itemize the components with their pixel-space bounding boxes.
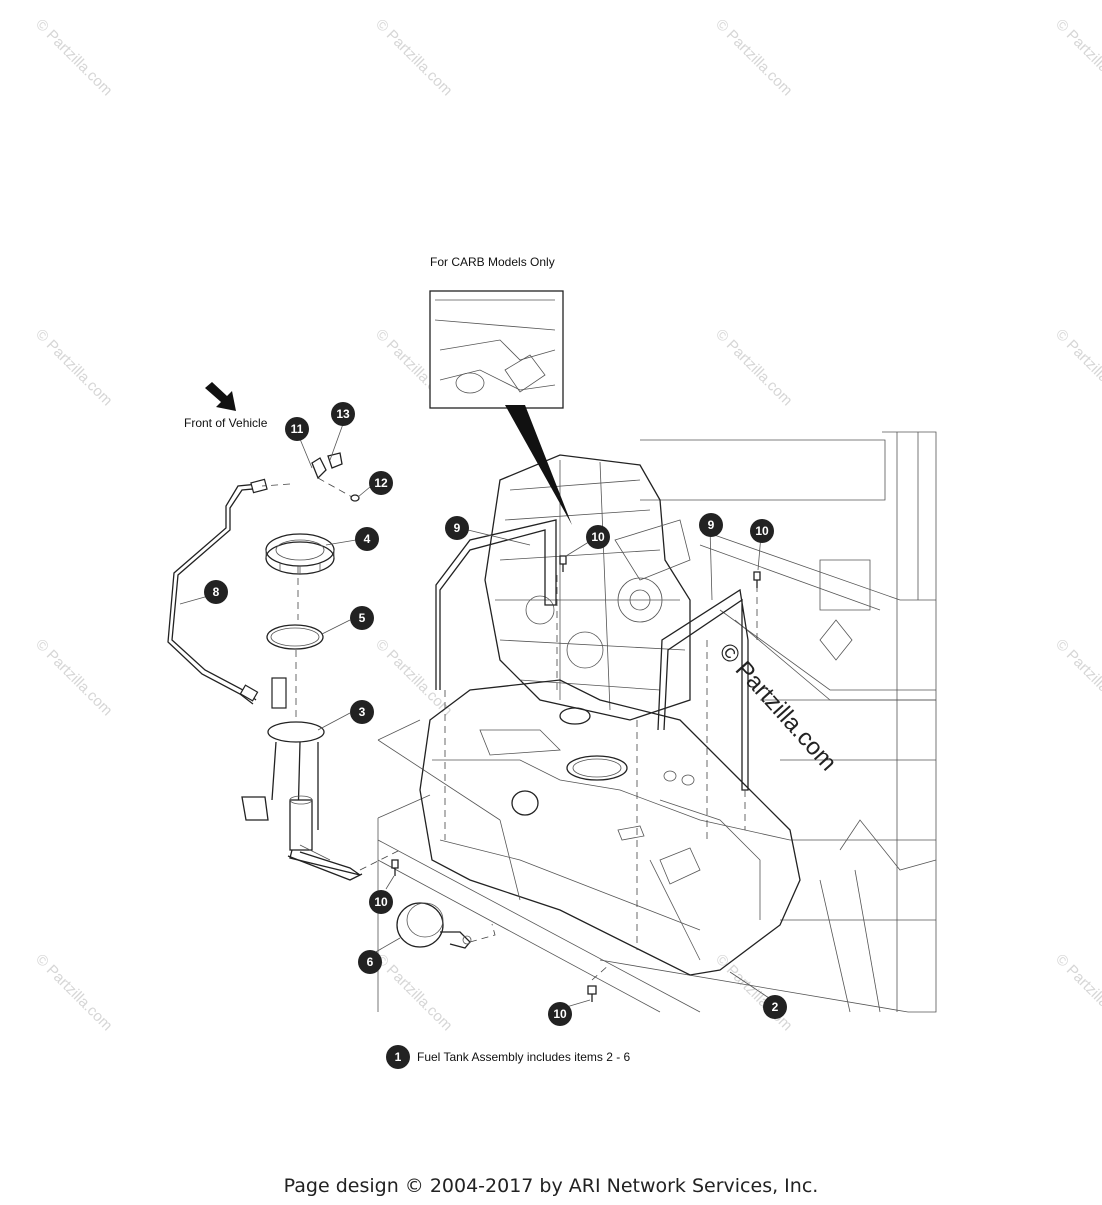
- svg-text:1: 1: [395, 1050, 402, 1064]
- svg-text:10: 10: [591, 530, 605, 544]
- watermark: © Partzilla.com: [372, 636, 455, 719]
- svg-text:11: 11: [291, 422, 304, 436]
- assembly-note: 1 Fuel Tank Assembly includes items 2 - …: [386, 1045, 631, 1069]
- svg-text:10: 10: [755, 524, 769, 538]
- callout-3[interactable]: 3: [350, 700, 374, 724]
- svg-text:9: 9: [708, 518, 715, 532]
- watermark: © Partzilla.com: [712, 326, 795, 409]
- svg-text:4: 4: [364, 532, 371, 546]
- assembly-note-text: Fuel Tank Assembly includes items 2 - 6: [417, 1050, 631, 1064]
- callout-10[interactable]: 10: [369, 890, 393, 914]
- leader-lines: [179, 423, 773, 1009]
- callouts: 2 3 4 5 6 8 9 9 10 10 10 10 11 12 13: [204, 402, 787, 1026]
- callout-11[interactable]: 11: [285, 417, 309, 441]
- callout-1[interactable]: 1: [386, 1045, 410, 1069]
- callout-5[interactable]: 5: [350, 606, 374, 630]
- callout-4[interactable]: 4: [355, 527, 379, 551]
- fuel-cap: [396, 902, 496, 949]
- watermark: © Partzilla.com: [1052, 951, 1102, 1034]
- callout-10[interactable]: 10: [750, 519, 774, 543]
- svg-text:3: 3: [359, 705, 366, 719]
- watermark: © Partzilla.com: [1052, 326, 1102, 409]
- watermark: © Partzilla.com: [1052, 636, 1102, 719]
- front-of-vehicle-label: Front of Vehicle: [184, 416, 268, 430]
- watermark: © Partzilla.com: [32, 636, 115, 719]
- carb-inset: For CARB Models Only: [429, 255, 572, 525]
- carb-inset-label: For CARB Models Only: [430, 255, 555, 269]
- svg-text:2: 2: [772, 1000, 779, 1014]
- svg-text:12: 12: [374, 476, 388, 490]
- callout-12[interactable]: 12: [369, 471, 393, 495]
- bolts: [391, 555, 761, 1002]
- fuel-tank: [419, 679, 801, 976]
- watermark: © Partzilla.com: [372, 951, 455, 1034]
- svg-text:13: 13: [336, 407, 350, 421]
- watermark-large: © Partzilla.com: [714, 638, 842, 776]
- callout-9[interactable]: 9: [445, 516, 469, 540]
- watermark-grid: © Partzilla.com © Partzilla.com © Partzi…: [32, 16, 1102, 1034]
- callout-9[interactable]: 9: [699, 513, 723, 537]
- svg-text:9: 9: [454, 521, 461, 535]
- watermark: © Partzilla.com: [32, 326, 115, 409]
- svg-text:10: 10: [374, 895, 388, 909]
- callout-2[interactable]: 2: [763, 995, 787, 1019]
- watermark: © Partzilla.com: [372, 16, 455, 99]
- watermark: © Partzilla.com: [712, 951, 795, 1034]
- arrow-icon: [205, 382, 236, 411]
- svg-text:5: 5: [359, 611, 366, 625]
- watermark: © Partzilla.com: [712, 16, 795, 99]
- front-of-vehicle-indicator: Front of Vehicle: [184, 382, 268, 430]
- svg-text:6: 6: [367, 955, 374, 969]
- callout-10[interactable]: 10: [548, 1002, 572, 1026]
- callout-10[interactable]: 10: [586, 525, 610, 549]
- callout-8[interactable]: 8: [204, 580, 228, 604]
- mounting-brackets: [435, 519, 749, 791]
- watermark: © Partzilla.com: [1052, 16, 1102, 99]
- callout-6[interactable]: 6: [358, 950, 382, 974]
- svg-text:8: 8: [213, 585, 220, 599]
- svg-text:10: 10: [553, 1007, 567, 1021]
- engine: [484, 454, 691, 721]
- watermark: © Partzilla.com: [32, 16, 115, 99]
- watermark: © Partzilla.com: [32, 951, 115, 1034]
- page-footer: Page design © 2004-2017 by ARI Network S…: [284, 1175, 819, 1197]
- callout-13[interactable]: 13: [331, 402, 355, 426]
- vehicle-frame: [377, 431, 937, 1013]
- fuel-pump-assembly: [167, 452, 758, 950]
